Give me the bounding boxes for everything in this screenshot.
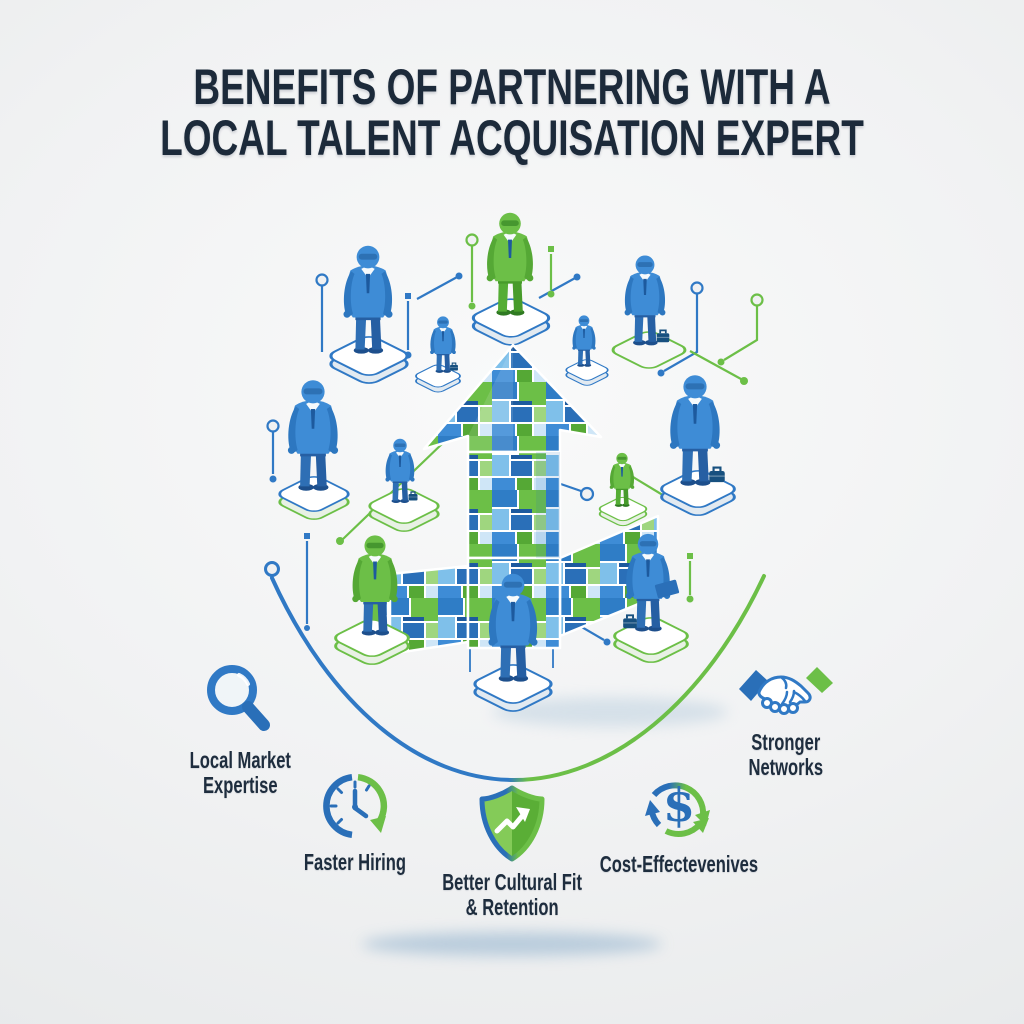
bottom-shadow <box>362 932 662 956</box>
handshake-icon <box>739 667 833 715</box>
shield-growth-icon <box>479 785 545 862</box>
figure-blue-top-left <box>324 245 414 388</box>
title-line-1: BENEFITS OF PARTNERING WITH A <box>193 59 831 115</box>
benefit-label: Faster Hiring <box>303 849 407 875</box>
benefit-label: Cost-Effectevenives <box>599 851 759 877</box>
benefit-label: Stronger Networks <box>748 729 824 780</box>
benefit-label: Local Market Expertise <box>189 747 291 798</box>
page-title: BENEFITS OF PARTNERING WITH A LOCAL TALE… <box>133 62 891 164</box>
svg-text:$: $ <box>663 778 695 832</box>
growth-arrow <box>364 343 660 656</box>
benefit-local-market-expertise: Local Market Expertise <box>140 660 340 798</box>
figure-blue-small-right <box>562 315 612 388</box>
scene-shadow <box>492 697 728 727</box>
title-line-2: LOCAL TALENT ACQUISATION EXPERT <box>160 110 864 166</box>
figure-green-executive <box>466 212 556 349</box>
benefit-label: Better Cultural Fit & Retention <box>442 869 582 920</box>
benefit-stronger-networks: Stronger Networks <box>686 654 886 780</box>
figure-blue-small-center <box>412 316 464 395</box>
orbit-arc <box>264 561 766 783</box>
figure-green-small <box>595 452 651 529</box>
figure-blue-right-briefcase <box>655 375 741 520</box>
benefit-faster-hiring: Faster Hiring <box>255 766 455 875</box>
magnifier-icon <box>207 665 270 731</box>
figure-blue-left-mid <box>273 380 355 523</box>
laptop <box>654 579 680 599</box>
figure-blue-laptop <box>608 533 694 667</box>
clock-cycle-icon <box>323 773 388 839</box>
benefit-better-cultural-fit: Better Cultural Fit & Retention <box>412 782 612 920</box>
figure-blue-on-green-diamond <box>606 255 692 372</box>
benefit-cost-effectiveness: $ Cost-Effectevenives <box>579 764 779 877</box>
dollar-cycle-icon: $ <box>645 778 710 837</box>
